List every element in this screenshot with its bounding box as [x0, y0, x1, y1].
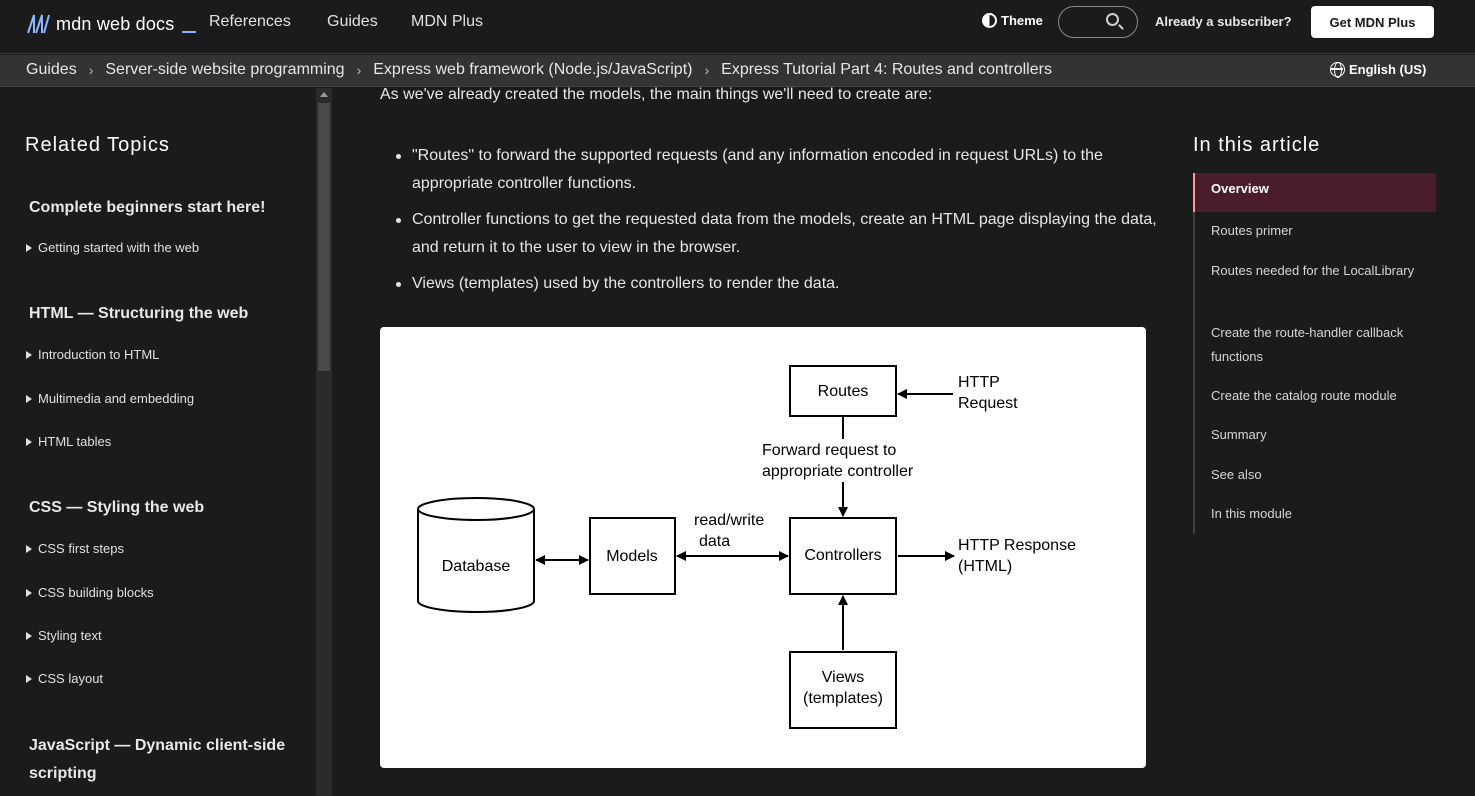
toc-item-overview[interactable]: Overview [1193, 173, 1436, 212]
http-response-label-2: (HTML) [958, 558, 1012, 575]
toc-item[interactable]: Summary [1211, 427, 1267, 442]
sidebar-item[interactable]: CSS building blocks [26, 585, 154, 600]
theme-icon [982, 13, 997, 28]
mvc-diagram-svg: Routes HTTP Request Forward request to a… [417, 365, 1076, 729]
models-label: Models [606, 548, 658, 565]
list-item: Views (templates) used by the controller… [396, 270, 1157, 298]
http-request-label-2: Request [958, 395, 1018, 412]
toc-item[interactable]: In this module [1211, 506, 1292, 521]
chevron-right-icon: › [704, 62, 710, 78]
globe-icon [1330, 62, 1345, 78]
disclosure-triangle-icon [26, 588, 32, 597]
routes-box [789, 365, 897, 417]
database-label: Database [442, 558, 511, 575]
disclosure-triangle-icon [26, 437, 32, 446]
toc-item[interactable]: Routes needed for the LocalLibrary [1211, 263, 1415, 278]
sidebar-item[interactable]: Styling text [26, 628, 102, 643]
disclosure-triangle-icon [26, 631, 32, 640]
nav-mdn-plus[interactable]: MDN Plus [411, 13, 484, 30]
disclosure-triangle-icon [26, 674, 32, 683]
logo-cursor [182, 15, 197, 33]
disclosure-triangle-icon [26, 243, 32, 252]
forward-label-1: Forward request to [762, 442, 896, 459]
controllers-box [789, 517, 897, 595]
search-input[interactable] [1058, 6, 1138, 38]
readwrite-label-1: read/write [694, 512, 764, 529]
sidebar-item[interactable]: Multimedia and embedding [26, 391, 194, 406]
models-box [589, 517, 676, 595]
breadcrumb-bar: Guides › Server-side website programming… [0, 55, 1475, 87]
logo-text: mdn web docs [56, 13, 175, 34]
sidebar-item[interactable]: Getting started with the web [26, 240, 199, 255]
views-label-2: (templates) [803, 690, 883, 707]
sidebar-item-label: CSS layout [38, 671, 104, 686]
nav-references[interactable]: References [209, 13, 291, 30]
views-label-1: Views [822, 669, 864, 686]
sidebar-title: Related Topics [25, 134, 170, 156]
get-mdn-plus-button[interactable]: Get MDN Plus [1311, 6, 1434, 38]
readwrite-label-2: data [699, 533, 730, 550]
sidebar-item-label: Getting started with the web [38, 240, 200, 255]
theme-label: Theme [1001, 13, 1043, 28]
search-icon[interactable] [1106, 13, 1119, 26]
sidebar: Related Topics Complete beginners start … [0, 88, 316, 796]
breadcrumb-item-express[interactable]: Express web framework (Node.js/JavaScrip… [373, 61, 693, 78]
toc-item[interactable]: Create the catalog route module [1211, 388, 1397, 403]
subscriber-link[interactable]: Already a subscriber? [1155, 14, 1292, 29]
nav-guides[interactable]: Guides [327, 13, 378, 30]
sidebar-heading[interactable]: CSS — Styling the web [29, 499, 205, 516]
breadcrumb-item-current[interactable]: Express Tutorial Part 4: Routes and cont… [721, 61, 1052, 78]
chevron-right-icon: › [356, 62, 362, 78]
sidebar-item-label: Introduction to HTML [38, 347, 160, 362]
http-response-label-1: HTTP Response [958, 537, 1076, 554]
views-box [789, 651, 897, 729]
sidebar-heading[interactable]: JavaScript — Dynamic client-side scripti… [29, 737, 286, 782]
toc-item-label: Overview [1211, 181, 1269, 196]
sidebar-scroll-thumb[interactable] [318, 103, 330, 371]
disclosure-triangle-icon [26, 394, 32, 403]
breadcrumb-item-server-side[interactable]: Server-side website programming [105, 61, 345, 78]
chevron-right-icon: › [88, 62, 94, 78]
sidebar-item-label: CSS first steps [38, 541, 124, 556]
toc-item[interactable]: Routes primer [1211, 223, 1293, 238]
list-item: Controller functions to get the requeste… [396, 206, 1157, 262]
http-request-label-1: HTTP [958, 374, 1000, 391]
breadcrumb: Guides › Server-side website programming… [26, 61, 1052, 79]
intro-paragraph: As we've already created the models, the… [380, 86, 933, 103]
breadcrumb-item-guides[interactable]: Guides [26, 61, 77, 78]
toc-title: In this article [1193, 134, 1321, 156]
sidebar-item[interactable]: HTML tables [26, 434, 111, 449]
mdn-logo[interactable]: mdn web docs [26, 10, 197, 38]
language-label: English (US) [1349, 62, 1427, 77]
sidebar-heading[interactable]: HTML — Structuring the web [29, 305, 249, 322]
toc-item[interactable]: See also [1211, 467, 1262, 482]
sidebar-item-label: CSS building blocks [38, 585, 154, 600]
list-item: "Routes" to forward the supported reques… [396, 142, 1157, 198]
top-nav: mdn web docs References Guides MDN Plus … [0, 0, 1475, 54]
forward-label-2: appropriate controller [762, 463, 914, 480]
main-content: As we've already created the models, the… [332, 86, 1182, 796]
sidebar-item[interactable]: Introduction to HTML [26, 347, 159, 362]
table-of-contents: Overview Routes primer Routes needed for… [1193, 173, 1436, 534]
mdn-logo-icon [27, 14, 50, 34]
sidebar-item-label: HTML tables [38, 434, 112, 449]
controllers-label: Controllers [804, 547, 881, 564]
mvc-diagram: Routes HTTP Request Forward request to a… [380, 327, 1146, 768]
toc-item[interactable]: Create the route-handler callback functi… [1211, 325, 1404, 364]
theme-toggle[interactable]: Theme [982, 13, 1043, 28]
scroll-up-arrow-icon[interactable] [320, 92, 328, 97]
sidebar-item[interactable]: CSS first steps [26, 541, 124, 556]
database-cylinder-top [417, 497, 535, 521]
disclosure-triangle-icon [26, 544, 32, 553]
sidebar-heading[interactable]: Complete beginners start here! [29, 199, 266, 216]
routes-label: Routes [818, 383, 869, 400]
language-selector[interactable]: English (US) [1330, 62, 1427, 78]
sidebar-item-label: Styling text [38, 628, 102, 643]
disclosure-triangle-icon [26, 350, 32, 359]
sidebar-item-label: Multimedia and embedding [38, 391, 195, 406]
sidebar-item[interactable]: CSS layout [26, 671, 103, 686]
database-cylinder [417, 509, 535, 613]
